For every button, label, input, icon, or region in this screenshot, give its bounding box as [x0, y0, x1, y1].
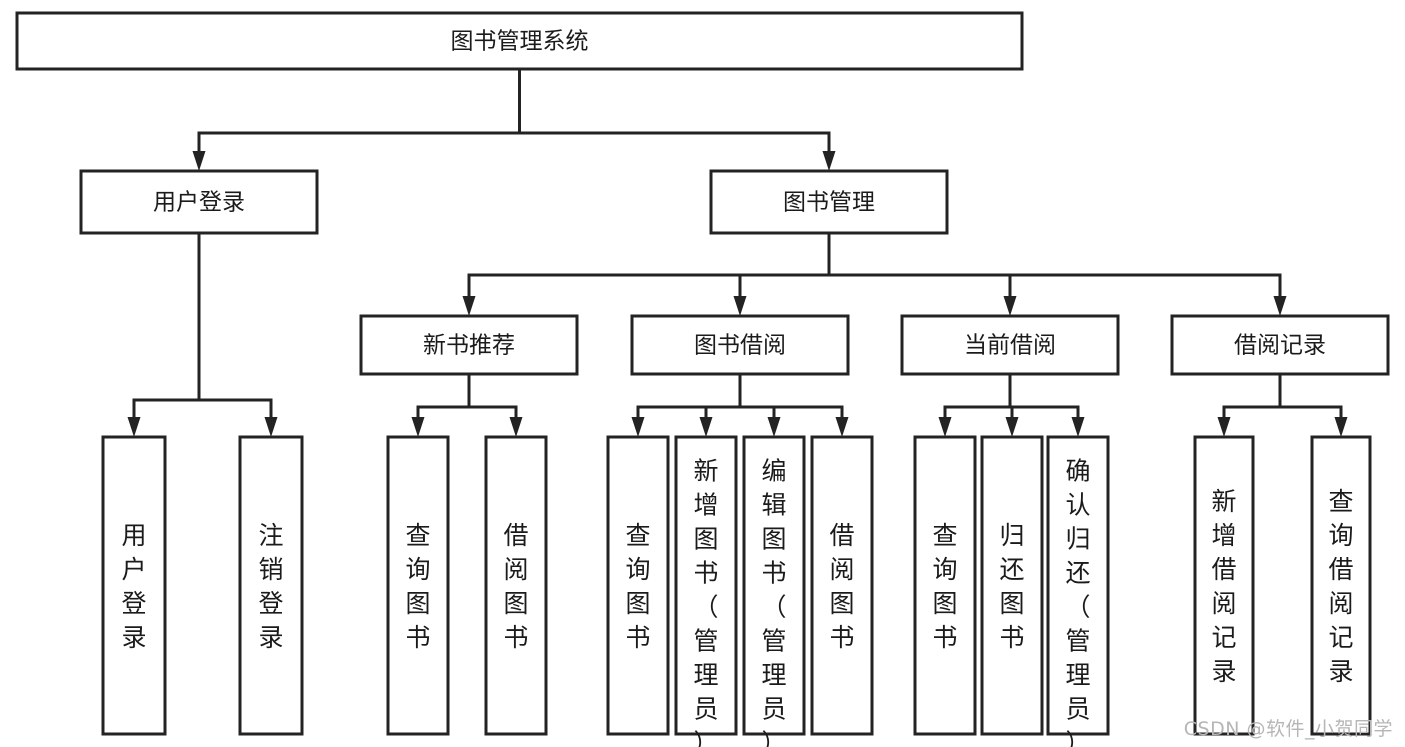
- node-box-l-bb-borrow: [810, 435, 874, 736]
- arrow-head-icon: [1005, 417, 1019, 437]
- node-l-nb-query[interactable]: 查询图书: [386, 435, 450, 736]
- node-label-l-bb-query: 查询图书: [625, 521, 650, 652]
- node-l-bb-query[interactable]: 查询图书: [606, 435, 670, 736]
- node-l-nb-borrow[interactable]: 借阅图书: [484, 435, 548, 736]
- node-user-login[interactable]: 用户登录: [79, 169, 319, 235]
- node-box-user-login: [79, 169, 319, 235]
- node-l-cb-confirm[interactable]: 确认归还（管理员）: [1046, 435, 1110, 747]
- node-leaf-user-login[interactable]: 用户登录: [101, 435, 167, 736]
- node-l-cb-query[interactable]: 查询图书: [913, 435, 977, 736]
- node-l-bb-add[interactable]: 新增图书（管理员）: [674, 435, 738, 747]
- arrow-head-icon: [1071, 417, 1085, 437]
- node-box-leaf-user-login: [101, 435, 167, 736]
- node-book-manage[interactable]: 图书管理: [709, 169, 949, 235]
- edge-group-book-manage: [462, 231, 1287, 316]
- edge-group-user-login: [127, 231, 278, 437]
- arrow-head-icon: [1217, 417, 1231, 437]
- node-box-l-nb-borrow: [484, 435, 548, 736]
- node-label-l-br-add: 新增借阅记录: [1211, 487, 1236, 686]
- arrow-head-icon: [1003, 296, 1017, 316]
- arrow-head-icon: [631, 417, 645, 437]
- arrow-head-icon: [767, 417, 781, 437]
- node-box-l-nb-query: [386, 435, 450, 736]
- node-l-br-query[interactable]: 查询借阅记录: [1310, 435, 1372, 736]
- edge-group-root: [192, 67, 836, 171]
- node-box-book-manage: [709, 169, 949, 235]
- node-borrow-record[interactable]: 借阅记录: [1170, 314, 1390, 376]
- arrow-head-icon: [462, 296, 476, 316]
- node-box-book-borrow: [630, 314, 850, 376]
- node-label-l-cb-query: 查询图书: [932, 521, 957, 652]
- node-l-bb-edit[interactable]: 编辑图书（管理员）: [742, 435, 806, 747]
- arrow-head-icon: [822, 151, 836, 171]
- arrow-head-icon: [938, 417, 952, 437]
- node-label-l-nb-query: 查询图书: [405, 521, 430, 652]
- node-box-l-cb-confirm: [1046, 435, 1110, 736]
- node-box-l-bb-query: [606, 435, 670, 736]
- arrow-head-icon: [264, 417, 278, 437]
- node-label-l-cb-confirm: 确认归还（管理员）: [1065, 457, 1090, 747]
- node-box-l-br-add: [1193, 435, 1255, 736]
- node-box-l-bb-edit: [742, 435, 806, 736]
- node-box-borrow-record: [1170, 314, 1390, 376]
- arrow-head-icon: [1334, 417, 1348, 437]
- edge-group-book-borrow: [631, 372, 849, 437]
- arrow-head-icon: [192, 151, 206, 171]
- node-new-book-rec[interactable]: 新书推荐: [359, 314, 579, 376]
- node-box-leaf-user-logout: [238, 435, 304, 736]
- nodes-layer: 图书管理系统用户登录图书管理新书推荐图书借阅当前借阅借阅记录用户登录注销登录查询…: [15, 11, 1390, 747]
- node-label-l-br-query: 查询借阅记录: [1328, 487, 1353, 686]
- node-box-l-cb-return: [980, 435, 1044, 736]
- node-label-current-borrow: 当前借阅: [964, 333, 1056, 359]
- arrow-head-icon: [733, 296, 747, 316]
- node-label-borrow-record: 借阅记录: [1234, 333, 1326, 359]
- node-label-l-bb-borrow: 借阅图书: [829, 521, 854, 652]
- edges-layer: [127, 67, 1348, 437]
- node-label-l-bb-add: 新增图书（管理员）: [693, 457, 718, 747]
- node-book-borrow[interactable]: 图书借阅: [630, 314, 850, 376]
- edge-group-borrow-record: [1217, 372, 1348, 437]
- node-l-cb-return[interactable]: 归还图书: [980, 435, 1044, 736]
- node-label-root: 图书管理系统: [451, 29, 589, 55]
- node-root[interactable]: 图书管理系统: [15, 11, 1024, 71]
- node-label-l-bb-edit: 编辑图书（管理员）: [761, 457, 786, 747]
- node-label-leaf-user-login: 用户登录: [121, 521, 146, 652]
- node-l-br-add[interactable]: 新增借阅记录: [1193, 435, 1255, 736]
- node-box-l-bb-add: [674, 435, 738, 736]
- arrow-head-icon: [699, 417, 713, 437]
- node-box-root: [15, 11, 1024, 71]
- arrow-head-icon: [509, 417, 523, 437]
- arrow-head-icon: [411, 417, 425, 437]
- node-label-leaf-user-logout: 注销登录: [258, 521, 283, 652]
- edge-group-new-book-rec: [411, 372, 523, 437]
- node-leaf-user-logout[interactable]: 注销登录: [238, 435, 304, 736]
- node-label-book-manage: 图书管理: [783, 190, 875, 216]
- edge-group-current-borrow: [938, 372, 1085, 437]
- node-box-l-br-query: [1310, 435, 1372, 736]
- arrow-head-icon: [1273, 296, 1287, 316]
- node-current-borrow[interactable]: 当前借阅: [900, 314, 1120, 376]
- node-box-l-cb-query: [913, 435, 977, 736]
- node-label-l-cb-return: 归还图书: [999, 521, 1024, 652]
- node-label-new-book-rec: 新书推荐: [423, 333, 515, 359]
- node-label-user-login: 用户登录: [153, 190, 245, 216]
- node-l-bb-borrow[interactable]: 借阅图书: [810, 435, 874, 736]
- node-box-new-book-rec: [359, 314, 579, 376]
- node-label-book-borrow: 图书借阅: [694, 333, 786, 359]
- arrow-head-icon: [127, 417, 141, 437]
- arrow-head-icon: [835, 417, 849, 437]
- node-box-current-borrow: [900, 314, 1120, 376]
- node-label-l-nb-borrow: 借阅图书: [503, 521, 528, 652]
